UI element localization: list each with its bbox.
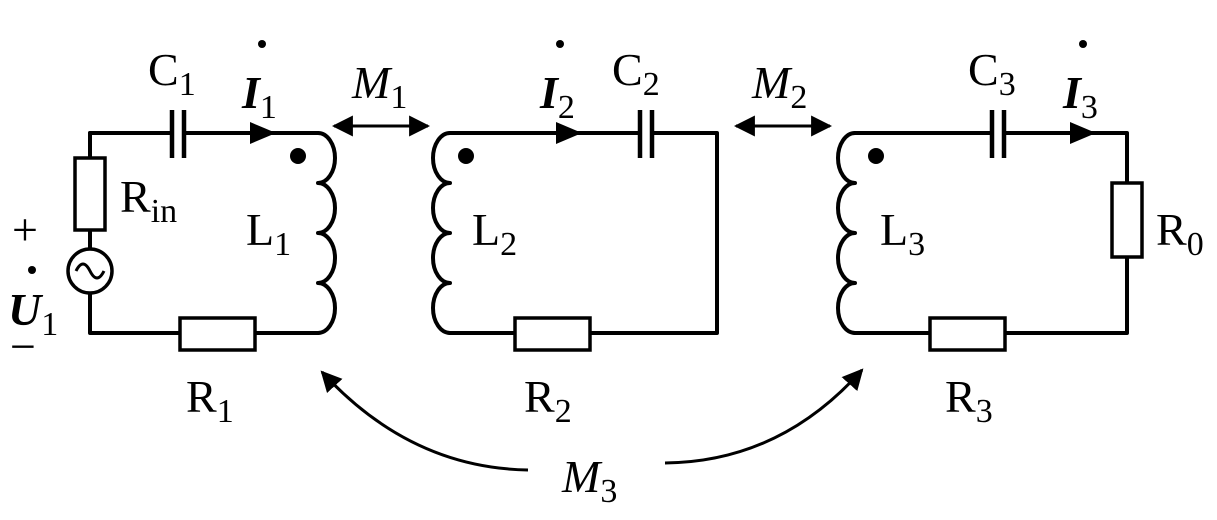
i1-dot-accent	[258, 40, 266, 48]
m3-arrow-left	[320, 370, 529, 472]
r3-label: R3	[945, 371, 993, 430]
loop1-left-wire-bottom	[88, 290, 182, 335]
r2-resistor	[513, 316, 592, 352]
source-minus: −	[10, 321, 36, 372]
c3-label: C3	[968, 44, 1016, 103]
r1-label: R1	[186, 371, 234, 430]
rin-resistor	[73, 156, 107, 232]
i1-label: I1	[241, 67, 277, 126]
l1-coil	[316, 131, 337, 335]
l2-label: L2	[472, 204, 517, 263]
m2-label: M2	[751, 57, 807, 116]
c1-label: C1	[148, 44, 196, 103]
i2-dot-accent	[556, 40, 564, 48]
loop-2	[431, 110, 719, 352]
u1-label: U1	[8, 284, 58, 343]
l2-dot	[458, 148, 474, 164]
ac-source-sine	[74, 262, 106, 280]
i3-dot-accent	[1079, 40, 1087, 48]
l2-coil	[431, 131, 452, 335]
loop3-right-wire-bottom	[1003, 255, 1129, 335]
c2-label: C2	[612, 44, 660, 103]
r3-resistor	[928, 316, 1007, 352]
loop-3	[836, 110, 1144, 352]
source-plus: +	[12, 204, 38, 255]
l3-label: L3	[880, 204, 925, 263]
u1-dot-accent	[28, 266, 36, 274]
i2-arrow	[556, 122, 582, 144]
l3-coil	[836, 131, 857, 335]
rin-label: Rin	[120, 171, 177, 230]
i3-arrow	[1070, 122, 1096, 144]
l1-dot	[290, 148, 306, 164]
l3-dot	[868, 148, 884, 164]
i1-arrow	[250, 122, 276, 144]
r0-resistor	[1110, 181, 1144, 259]
m3-label: M3	[561, 451, 617, 510]
loop-1	[66, 110, 337, 352]
l1-label: L1	[246, 204, 291, 263]
m3-arrow-right	[664, 368, 864, 465]
i2-label: I2	[539, 67, 575, 126]
r1-resistor	[178, 316, 257, 352]
r2-label: R2	[524, 371, 572, 430]
loop2-top-wire-right	[588, 131, 719, 335]
i3-label: I3	[1062, 67, 1098, 126]
r0-label: R0	[1156, 204, 1204, 263]
loop3-top-wire-right	[1002, 131, 1129, 185]
m1-label: M1	[351, 57, 407, 116]
